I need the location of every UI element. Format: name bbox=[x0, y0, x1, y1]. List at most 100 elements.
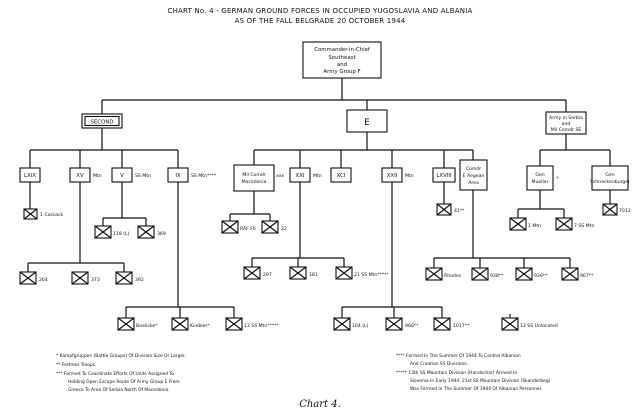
comdr-aegean-box bbox=[459, 159, 488, 191]
corps-xxi-note: Mtn bbox=[313, 173, 322, 179]
top-command-label-2: Southeast bbox=[328, 55, 355, 61]
division-104 bbox=[333, 317, 351, 331]
footnote-3-line1: *** Formed To Coordinate Efforts Of Unit… bbox=[56, 371, 174, 377]
division-181 bbox=[289, 266, 307, 280]
corps-xci-label: XCI bbox=[337, 173, 346, 179]
division-1017-label: 1017** bbox=[453, 323, 470, 329]
division-297-label: 297 bbox=[263, 272, 272, 278]
corps-lxviii-label: LXVIII bbox=[436, 173, 452, 179]
division-373-label: 373 bbox=[91, 277, 100, 283]
division-7ss bbox=[555, 217, 573, 231]
division-raf-label: RAF F6 bbox=[240, 226, 256, 232]
top-command-label-3: and bbox=[337, 62, 347, 68]
division-rhodes bbox=[425, 267, 443, 281]
footnote-1: * Kampfgruppen (Battle Groups) Of Divisi… bbox=[56, 353, 186, 359]
gen-schneckenburger-label-2: Schneckenburger bbox=[590, 179, 630, 185]
division-13ss-label: 13 SS Mtn***** bbox=[244, 323, 279, 329]
corps-xxi-box bbox=[289, 167, 311, 183]
corps-xxii-label: XXII bbox=[387, 173, 398, 179]
mil-comdr-macedonia-box bbox=[233, 164, 275, 192]
corps-xv-label: XV bbox=[76, 173, 84, 179]
division-7013-label: 7013 bbox=[619, 208, 631, 214]
division-967-label: 967** bbox=[580, 273, 594, 279]
gen-schneckenburger-box bbox=[591, 165, 629, 191]
division-104-label: 104 (L) bbox=[352, 323, 369, 329]
division-938-label: 938** bbox=[490, 273, 504, 279]
corps-v-note: SS Mtn bbox=[135, 173, 151, 179]
connector-lines bbox=[27, 78, 611, 318]
gen-schneckenburger-label-1: Gen bbox=[605, 172, 614, 178]
division-kuebler-label: Kuebler* bbox=[190, 323, 210, 329]
footnotes: * Kampfgruppen (Battle Groups) Of Divisi… bbox=[56, 353, 551, 393]
chart-caption: Chart 4. bbox=[299, 399, 341, 410]
division-264 bbox=[19, 271, 37, 285]
division-392 bbox=[115, 271, 133, 285]
army-serbia-label-2: and bbox=[562, 121, 571, 127]
top-command-label-4: Army Group F bbox=[323, 69, 360, 75]
division-118-label: 118 (L) bbox=[113, 231, 130, 237]
division-297 bbox=[243, 266, 261, 280]
division-22-label: 22 bbox=[281, 226, 287, 232]
army-serbia-box bbox=[545, 111, 587, 135]
footnote-3-line2: Holding Open Escape Route Of Army Group … bbox=[68, 379, 180, 385]
army-serbia-label-1: Army in Serbia bbox=[549, 115, 583, 121]
division-rhodes-label: Rhodes bbox=[444, 273, 462, 279]
division-967 bbox=[561, 267, 579, 281]
army-group-e-box bbox=[346, 109, 388, 133]
gen-mueller-label-2: Mueller bbox=[532, 179, 549, 185]
division-369 bbox=[137, 225, 155, 239]
corps-v-label: V bbox=[120, 173, 124, 179]
division-boelicke-label: Boelicke* bbox=[136, 323, 158, 329]
division-1mtn-label: 1 Mtn bbox=[528, 223, 541, 229]
gen-mueller-note: * bbox=[556, 176, 559, 182]
footnote-4-line2: And Croatian SS Divisions. bbox=[410, 361, 468, 367]
footnote-5-line3: Was Formed In The Summer Of 1944 Of Alba… bbox=[410, 386, 542, 392]
second-army-label: SECOND bbox=[90, 120, 113, 126]
corps-lxix-box bbox=[19, 167, 41, 183]
gen-mueller-label-1: Gen bbox=[535, 172, 544, 178]
division-966-label: 966** bbox=[405, 323, 419, 329]
division-7013 bbox=[602, 203, 618, 216]
division-966 bbox=[385, 317, 403, 331]
division-369-label: 369 bbox=[157, 231, 166, 237]
division-939-label: 939** bbox=[534, 273, 548, 279]
gen-mueller-box bbox=[526, 165, 554, 191]
division-13ss-unlocated-label: 13 SS Unlocated bbox=[520, 323, 558, 329]
footnote-5-line1: ***** 13th SS Mountain Division (Handsch… bbox=[396, 370, 517, 376]
division-kuebler bbox=[171, 317, 189, 331]
division-cossack bbox=[23, 208, 38, 220]
corps-xv-box bbox=[69, 167, 91, 183]
corps-ix-label: IX bbox=[175, 173, 181, 179]
division-118 bbox=[94, 225, 112, 239]
division-boelicke bbox=[117, 317, 135, 331]
corps-ix-box bbox=[167, 167, 189, 183]
chart-title-line2: AS OF THE FALL BELGRADE 20 OCTOBER 1944 bbox=[235, 17, 406, 25]
top-command-label-1: Commander-in-Chief bbox=[314, 47, 370, 53]
division-21ss-label: 21 SS Mtn***** bbox=[354, 272, 389, 278]
division-41-label: 41** bbox=[454, 208, 465, 214]
mil-comdr-macedonia-note: xxx bbox=[276, 174, 284, 179]
chart-title-line1: CHART No. 4 - GERMAN GROUND FORCES IN OC… bbox=[168, 7, 473, 15]
division-22 bbox=[261, 220, 279, 234]
division-181-label: 181 bbox=[309, 272, 318, 278]
comdr-aegean-label-3: Area bbox=[468, 180, 479, 186]
division-1017 bbox=[433, 317, 451, 331]
division-21ss bbox=[335, 266, 353, 280]
division-41 bbox=[436, 203, 452, 216]
division-1mtn bbox=[509, 217, 527, 231]
division-392-label: 392 bbox=[135, 277, 144, 283]
division-938 bbox=[471, 267, 489, 281]
corps-lxix-label: LXIX bbox=[24, 173, 36, 179]
corps-xxi-label: XXI bbox=[296, 173, 305, 179]
footnote-5-line2: Slovenia In Early 1944. 21st SS Mountain… bbox=[410, 378, 551, 384]
division-373 bbox=[71, 271, 89, 285]
division-symbols: 1 Cossack 118 (L) 369 264 373 392 Boel bbox=[19, 203, 631, 331]
corps-xci-box bbox=[330, 167, 352, 183]
division-264-label: 264 bbox=[39, 277, 48, 283]
division-raf bbox=[221, 220, 239, 234]
mil-comdr-macedonia-label-2: Macedonia bbox=[242, 179, 267, 185]
corps-v-box bbox=[111, 167, 133, 183]
corps-xxii-note: Mtn bbox=[405, 173, 414, 179]
corps-lxviii-box bbox=[432, 167, 456, 183]
